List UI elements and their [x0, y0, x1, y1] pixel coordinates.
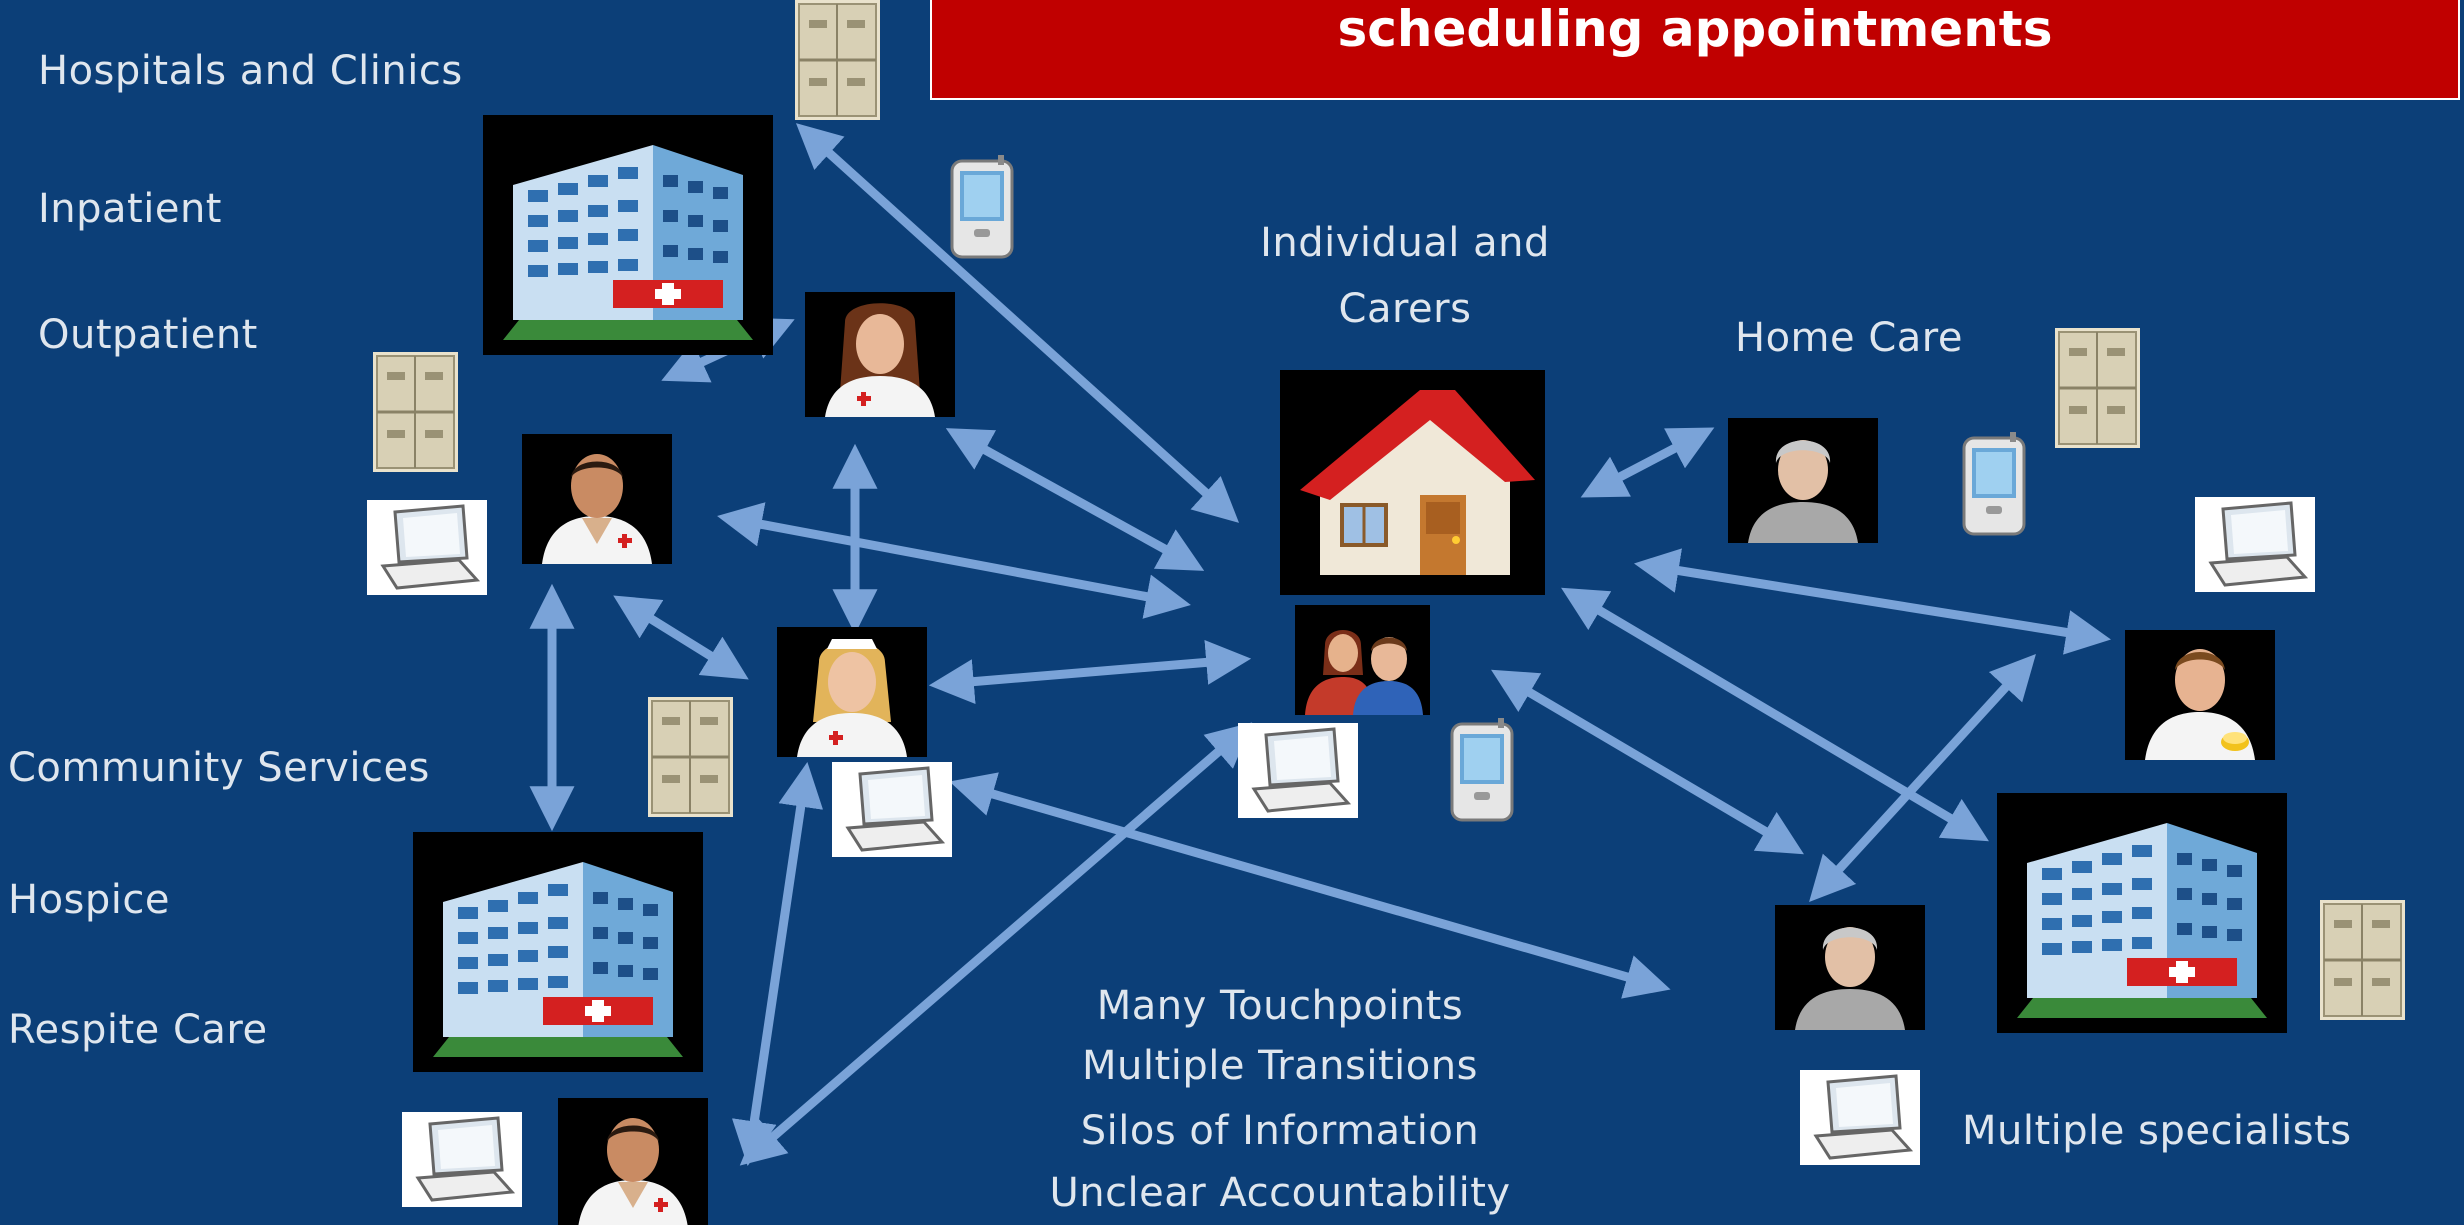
specialist-hospital-icon — [1997, 793, 2287, 1033]
nurse-icon — [805, 292, 955, 417]
specialist-icon — [2125, 630, 2275, 760]
summary-line-3: Silos of Information — [1080, 1108, 1480, 1154]
laptop-icon — [1236, 721, 1360, 820]
house-icon — [1278, 368, 1547, 597]
summary-line-2: Multiple Transitions — [1082, 1043, 1478, 1089]
laptop-icon — [830, 760, 954, 859]
hospital-building-icon — [483, 115, 773, 355]
connection-arrows — [529, 123, 2111, 1167]
elderly-carer-icon — [1775, 905, 1925, 1030]
doctor-icon — [522, 434, 672, 564]
label-multiple-specialists: Multiple specialists — [1962, 1108, 2352, 1154]
label-respite-care: Respite Care — [8, 1007, 268, 1053]
laptop-icon — [400, 1110, 524, 1209]
title-banner: scheduling appointments — [930, 0, 2460, 100]
hospice-building-icon — [413, 832, 703, 1072]
file-cabinet-icon — [646, 695, 735, 819]
elderly-carer-icon — [1728, 418, 1878, 543]
label-individual-line1: Individual and — [1260, 220, 1550, 266]
pda-icon — [1450, 716, 1514, 822]
summary-line-4: Unclear Accountability — [1049, 1170, 1511, 1216]
laptop-icon — [365, 498, 489, 597]
laptop-icon — [1798, 1068, 1922, 1167]
banner-title: scheduling appointments — [1337, 0, 2053, 58]
pda-icon — [1962, 430, 2026, 536]
label-hospitals-clinics: Hospitals and Clinics — [38, 48, 463, 94]
summary-line-1: Many Touchpoints — [1096, 983, 1464, 1029]
label-outpatient: Outpatient — [38, 312, 258, 358]
file-cabinet-icon — [2053, 326, 2142, 450]
file-cabinet-icon — [2318, 898, 2407, 1022]
file-cabinet-icon — [371, 350, 460, 474]
label-individual-line2: Carers — [1338, 286, 1472, 332]
label-community-services: Community Services — [8, 745, 430, 791]
label-hospice: Hospice — [8, 877, 170, 923]
doctor-icon — [558, 1098, 708, 1225]
label-inpatient: Inpatient — [38, 186, 222, 232]
label-home-care: Home Care — [1735, 315, 1963, 361]
laptop-icon — [2193, 495, 2317, 594]
couple-icon — [1295, 605, 1430, 715]
file-cabinet-icon — [793, 0, 882, 122]
nurse-icon — [777, 627, 927, 757]
pda-icon — [950, 153, 1014, 259]
